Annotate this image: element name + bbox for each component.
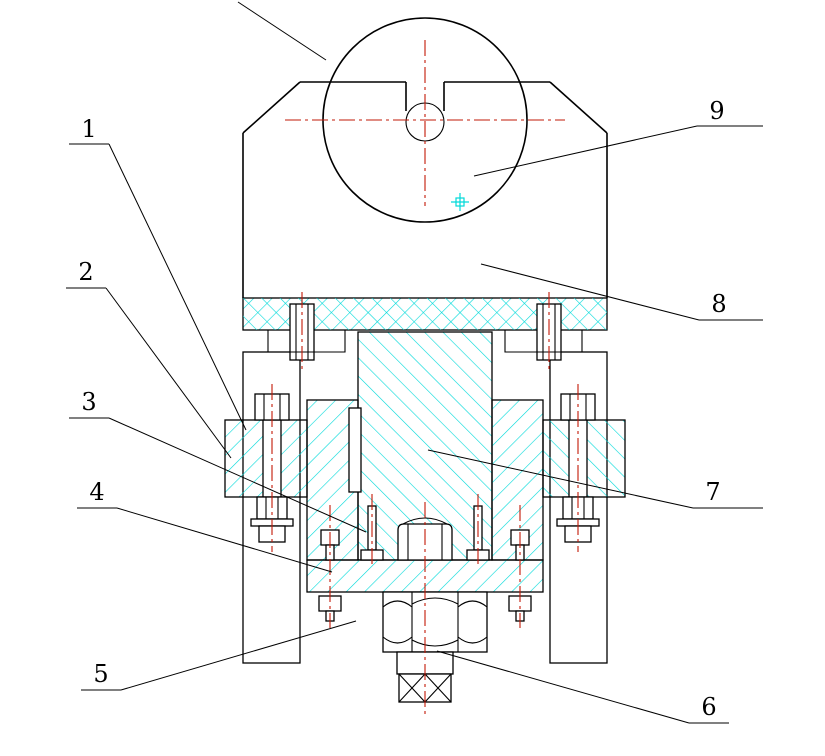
gib-strip [348,407,362,493]
callout-label-6: 6 [701,693,716,721]
callout-8: 8 [480,263,763,321]
callout-3: 3 [69,388,367,533]
callout-1: 1 [69,115,247,431]
construction-line [237,1,327,61]
callout-label-5: 5 [93,660,108,688]
callout-label-4: 4 [89,478,104,506]
centerlines [271,40,579,714]
callout-label-1: 1 [81,115,96,143]
callout-label-9: 9 [709,97,724,125]
callout-4: 4 [77,478,333,573]
callout-5: 5 [81,620,357,691]
bottom-hex-nut [382,591,488,653]
callout-9: 9 [473,97,763,177]
callout-label-3: 3 [81,388,96,416]
callout-7: 7 [427,449,763,509]
callout-label-2: 2 [78,258,93,286]
callout-6: 6 [436,650,729,724]
callout-label-8: 8 [711,290,726,318]
callouts: 1 2 3 4 5 6 7 [66,97,763,724]
callout-label-7: 7 [705,478,720,506]
datum-cross [451,193,469,211]
callout-2: 2 [66,258,232,459]
